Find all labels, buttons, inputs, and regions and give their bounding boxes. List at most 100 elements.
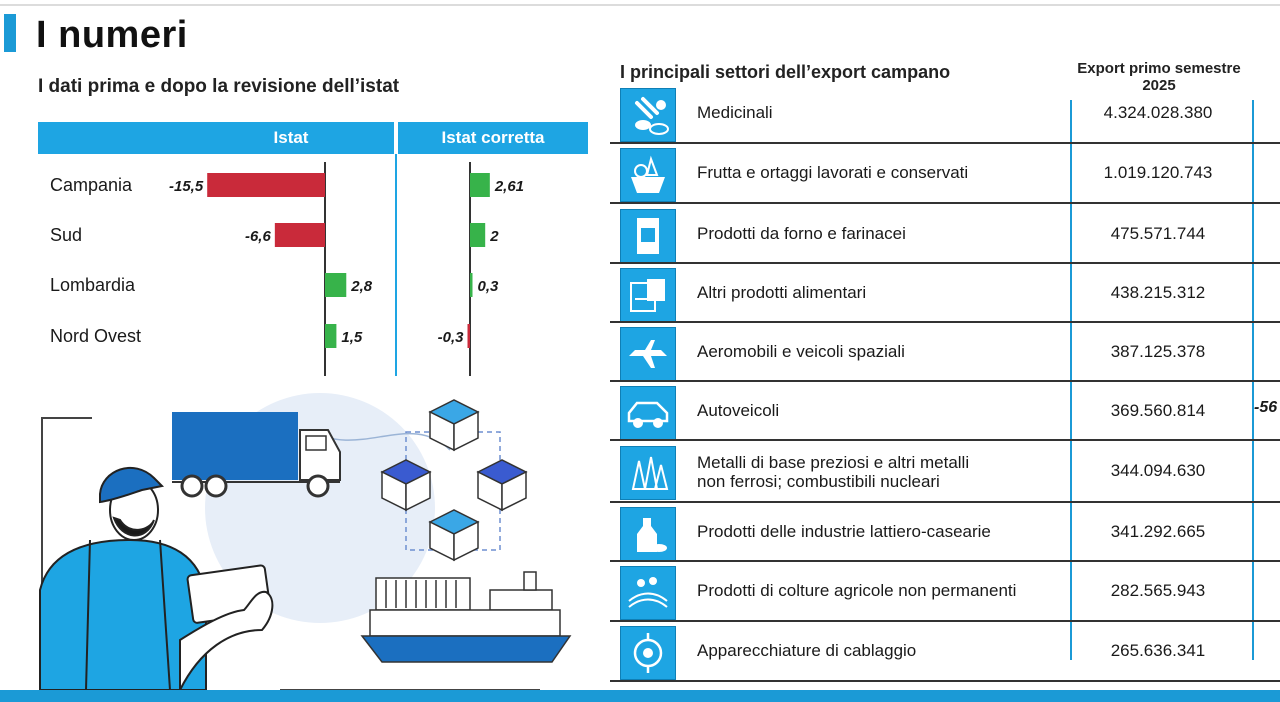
series-label-istat: Istat (273, 128, 309, 147)
sector-icon-box (620, 506, 676, 561)
sector-name: Prodotti di colture agricole non permane… (697, 581, 1017, 600)
data-label: 0,3 (478, 278, 500, 295)
right-title: I principali settori dell’export campano (620, 62, 951, 82)
car-icon (627, 401, 669, 428)
sector-row: Prodotti da forno e farinacei 475.571.744 (610, 207, 1280, 264)
row-divider (610, 262, 1280, 264)
bar-istat (325, 324, 337, 348)
bar-istat-corretta (470, 273, 473, 297)
bottom-accent-bar (0, 690, 1280, 702)
sector-value: 475.571.744 (1110, 223, 1206, 243)
sector-row: Medicinali 4.324.028.380 (610, 86, 1280, 144)
chart-header-istat-corretta: Istat corretta (398, 122, 588, 154)
row-divider (610, 202, 1280, 204)
sector-row: Prodotti delle industrie lattiero-casear… (610, 505, 1280, 562)
fruit-basket-icon (631, 155, 665, 193)
sector-icon-box (620, 267, 676, 322)
truck-icon (172, 412, 341, 498)
sector-value: 341.292.665 (1110, 521, 1206, 541)
metal-icon (631, 456, 669, 490)
bar-istat (207, 173, 325, 197)
sector-icon-box (620, 446, 676, 500)
sector-value: 1.019.120.743 (1103, 163, 1213, 182)
sector-name-line1: Metalli di base preziosi e altri metalli (697, 453, 970, 472)
data-label: 1,5 (341, 329, 363, 346)
row-divider (610, 439, 1280, 441)
sector-icon-box (620, 326, 676, 381)
sector-row: Prodotti di colture agricole non permane… (610, 564, 1280, 622)
sector-icon-box (620, 88, 676, 142)
sector-name: Altri prodotti alimentari (697, 282, 867, 302)
sector-row: Metalli di base preziosi e altri metalli… (610, 443, 1280, 503)
sector-name: Medicinali (697, 103, 773, 122)
title-accent-bar (4, 14, 16, 52)
sector-value: 344.094.630 (1110, 461, 1206, 480)
sector-name: Prodotti da forno e farinacei (697, 223, 906, 243)
ship-icon (360, 571, 572, 663)
sector-name: Autoveicoli (697, 400, 780, 420)
export-column-header: Export primo semestre 2025 (1052, 60, 1266, 94)
series-label-istat-corretta: Istat corretta (441, 128, 545, 147)
row-divider (610, 560, 1280, 562)
category-label: Sud (50, 225, 82, 245)
sector-row: Frutta e ortaggi lavorati e conservati 1.… (610, 146, 1280, 204)
bar-istat (325, 273, 347, 297)
sector-name: Frutta e ortaggi lavorati e conservati (697, 163, 969, 182)
sector-icon-box (620, 385, 676, 440)
cable-icon (633, 633, 663, 673)
sector-value: 387.125.378 (1110, 341, 1206, 361)
sector-name: Apparecchiature di cablaggio (697, 641, 917, 660)
category-label: Lombardia (50, 275, 136, 295)
data-label: 2 (489, 228, 499, 245)
truncated-value: -56 (1254, 399, 1278, 416)
chart-header-istat: Istat (38, 122, 394, 154)
bread-bag-icon (637, 217, 659, 254)
sector-icon-box (620, 566, 676, 620)
bar-istat-corretta (470, 223, 486, 247)
sector-row: Apparecchiature di cablaggio 265.636.341 (610, 624, 1280, 682)
sector-row: Aeromobili e veicoli spaziali 387.125.378 (610, 325, 1280, 382)
data-label: -15,5 (169, 178, 204, 195)
row-divider (610, 680, 1280, 682)
category-label: Campania (50, 175, 133, 195)
bar-istat-corretta (467, 324, 470, 348)
sector-name: Prodotti delle industrie lattiero-casear… (697, 521, 991, 541)
sector-icon-box (620, 626, 676, 680)
sector-icon-box (620, 208, 676, 263)
sector-value: 438.215.312 (1110, 282, 1206, 302)
sector-name: Metalli di base preziosi e altri metalli… (697, 453, 969, 491)
data-label: 2,8 (350, 278, 373, 295)
export-column-header-line2: 2025 (1142, 77, 1176, 94)
data-label: -0,3 (438, 329, 465, 346)
row-divider (610, 620, 1280, 622)
row-divider (610, 501, 1280, 503)
data-label: 2,61 (494, 178, 524, 195)
row-divider (610, 321, 1280, 323)
sector-row: Altri prodotti alimentari 438.215.312 (610, 266, 1280, 323)
top-rule (0, 4, 1280, 6)
row-divider (610, 142, 1280, 144)
sector-name-line2: non ferrosi; combustibili nucleari (697, 472, 940, 491)
food-package-icon (630, 278, 665, 312)
export-column-header-line1: Export primo semestre (1077, 60, 1241, 77)
crops-icon (628, 577, 668, 608)
sector-value: 4.324.028.380 (1103, 103, 1213, 122)
left-subtitle: I dati prima e dopo la revisione dell’is… (38, 76, 400, 97)
data-label: -6,6 (245, 228, 272, 245)
category-label: Nord Ovest (50, 326, 141, 346)
bar-istat (274, 223, 325, 247)
sector-name: Aeromobili e veicoli spaziali (697, 341, 905, 361)
page-title: I numeri (36, 14, 188, 56)
pills-icon (635, 97, 669, 135)
logistics-illustration (39, 393, 572, 690)
dairy-icon (637, 517, 667, 552)
airplane-icon (629, 339, 667, 368)
row-divider (610, 380, 1280, 382)
cubes-network-icon (380, 399, 528, 562)
sector-icon-box (620, 148, 676, 202)
sector-value: 282.565.943 (1110, 581, 1206, 600)
worker-icon (39, 467, 274, 690)
sector-value: 265.636.341 (1110, 641, 1206, 660)
